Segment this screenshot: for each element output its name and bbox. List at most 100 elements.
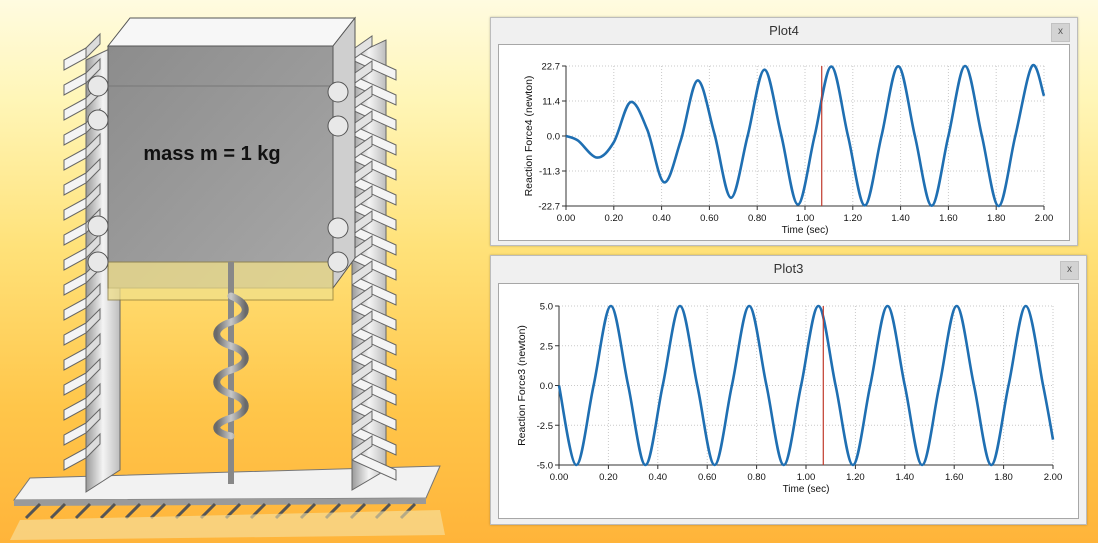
guide-fin bbox=[351, 360, 373, 386]
guide-fin bbox=[63, 72, 87, 96]
guide-fin bbox=[351, 410, 373, 436]
x-tick-label: 1.00 bbox=[796, 213, 815, 224]
hatch-line bbox=[174, 502, 192, 520]
left-guide-fins bbox=[63, 32, 101, 471]
guide-fin bbox=[85, 382, 101, 410]
guide-fin bbox=[63, 222, 87, 246]
x-tick-label: 1.00 bbox=[797, 472, 816, 483]
y-axis-label: Reaction Force4 (newton) bbox=[523, 76, 535, 197]
guide-fin bbox=[63, 47, 87, 71]
guide-fin bbox=[351, 260, 373, 286]
guide-fin bbox=[351, 385, 373, 411]
guide-fin bbox=[63, 122, 87, 146]
mass-block: mass m = 1 kg bbox=[106, 16, 357, 301]
y-axis-label: Reaction Force3 (newton) bbox=[516, 325, 528, 446]
hatch-line bbox=[49, 502, 67, 520]
y-tick-label: 5.0 bbox=[540, 302, 553, 313]
series-line bbox=[565, 63, 1046, 208]
x-tick-label: 2.00 bbox=[1035, 213, 1054, 224]
guide-fin bbox=[63, 297, 87, 321]
guide-fin bbox=[63, 147, 87, 171]
guide-fin bbox=[351, 435, 373, 461]
guide-fin bbox=[63, 197, 87, 221]
x-tick-label: 0.40 bbox=[652, 213, 671, 224]
x-tick-label: 0.80 bbox=[748, 213, 767, 224]
plot4-chart: 22.7 11.4 0.0 -11.3 -22.70.00 0.20 0.40 0.60 0.8… bbox=[523, 62, 1054, 237]
x-tick-label: 0.20 bbox=[599, 472, 618, 483]
guide-fin bbox=[85, 232, 101, 260]
hatch-line bbox=[74, 502, 92, 520]
x-tick-label: 0.80 bbox=[747, 472, 766, 483]
guide-fin bbox=[85, 282, 101, 310]
x-tick-label: 1.40 bbox=[896, 472, 915, 483]
plot-title: Plot4 bbox=[769, 23, 799, 38]
right-guide-fins bbox=[351, 35, 397, 481]
x-tick-label: 0.20 bbox=[605, 213, 624, 224]
guide-fin bbox=[63, 422, 87, 446]
plot-title: Plot3 bbox=[773, 261, 804, 276]
y-tick-label: -2.5 bbox=[537, 421, 553, 432]
spring bbox=[213, 262, 249, 484]
x-tick-label: 0.60 bbox=[700, 213, 719, 224]
guide-fin bbox=[63, 347, 87, 371]
x-tick-label: 1.20 bbox=[844, 213, 863, 224]
base-plate bbox=[10, 465, 445, 540]
x-axis-label: Time (sec) bbox=[783, 484, 830, 495]
hatch-line bbox=[149, 502, 167, 520]
close-button[interactable]: x bbox=[1060, 261, 1079, 280]
mechanism-scene: mass m = 1 kg bbox=[10, 16, 445, 540]
guide-fin bbox=[85, 407, 101, 435]
x-tick-label: 0.00 bbox=[550, 472, 569, 483]
y-tick-label: 11.4 bbox=[542, 97, 560, 108]
guide-fin bbox=[85, 182, 101, 210]
guide-fin bbox=[63, 172, 87, 196]
x-tick-label: 1.80 bbox=[987, 213, 1006, 224]
x-tick-label: 1.40 bbox=[891, 213, 910, 224]
hatch-line bbox=[24, 502, 42, 520]
guide-fin bbox=[63, 322, 87, 346]
x-tick-label: 1.20 bbox=[846, 472, 865, 483]
x-axis-label: Time (sec) bbox=[782, 225, 829, 236]
x-tick-label: 1.60 bbox=[939, 213, 958, 224]
x-tick-label: 1.80 bbox=[994, 472, 1013, 483]
guide-fin bbox=[63, 97, 87, 121]
close-button[interactable]: x bbox=[1051, 23, 1070, 42]
x-tick-label: 0.40 bbox=[649, 472, 668, 483]
guide-fin bbox=[63, 372, 87, 396]
series-line bbox=[557, 304, 1055, 467]
guide-fin bbox=[351, 335, 373, 361]
y-tick-label: 22.7 bbox=[542, 62, 561, 73]
y-tick-label: -11.3 bbox=[539, 167, 560, 178]
hatch-line bbox=[99, 502, 117, 520]
x-tick-label: 2.00 bbox=[1044, 472, 1063, 483]
x-tick-label: 0.60 bbox=[698, 472, 717, 483]
y-tick-label: -5.0 bbox=[537, 461, 553, 472]
guide-fin bbox=[351, 285, 373, 311]
guide-fin bbox=[351, 310, 373, 336]
guide-fin bbox=[85, 32, 101, 60]
hatch-line bbox=[124, 502, 142, 520]
guide-fin bbox=[85, 357, 101, 385]
y-tick-label: 0.0 bbox=[540, 381, 553, 392]
guide-fin bbox=[63, 247, 87, 271]
guide-fin bbox=[85, 432, 101, 460]
guide-fin bbox=[85, 307, 101, 335]
guide-fin bbox=[85, 157, 101, 185]
guide-fin bbox=[63, 397, 87, 421]
guide-fin bbox=[85, 332, 101, 360]
guide-fin bbox=[85, 57, 101, 85]
y-tick-label: -22.7 bbox=[538, 202, 560, 213]
right-post bbox=[351, 35, 397, 491]
guide-fin bbox=[63, 272, 87, 296]
x-tick-label: 1.60 bbox=[945, 472, 964, 483]
rollers bbox=[87, 75, 349, 273]
x-tick-label: 0.00 bbox=[557, 213, 576, 224]
y-tick-label: 2.5 bbox=[540, 341, 553, 352]
guide-fin bbox=[63, 447, 87, 471]
y-tick-label: 0.0 bbox=[547, 132, 560, 143]
mass-label: mass m = 1 kg bbox=[143, 143, 280, 165]
